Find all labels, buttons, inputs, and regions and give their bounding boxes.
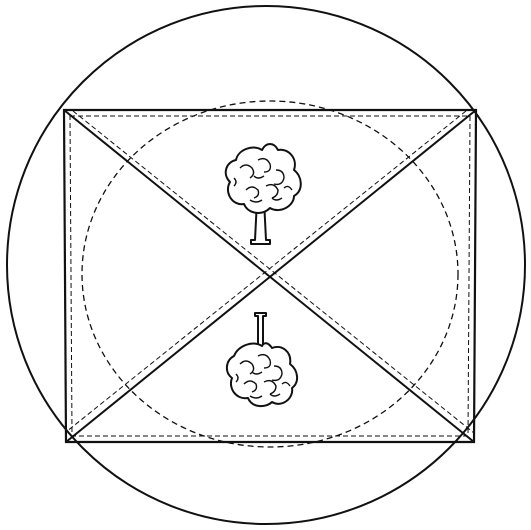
upright-tree-icon [226,144,301,244]
outer-circle [7,6,525,524]
inverted-tree-icon [227,313,297,406]
